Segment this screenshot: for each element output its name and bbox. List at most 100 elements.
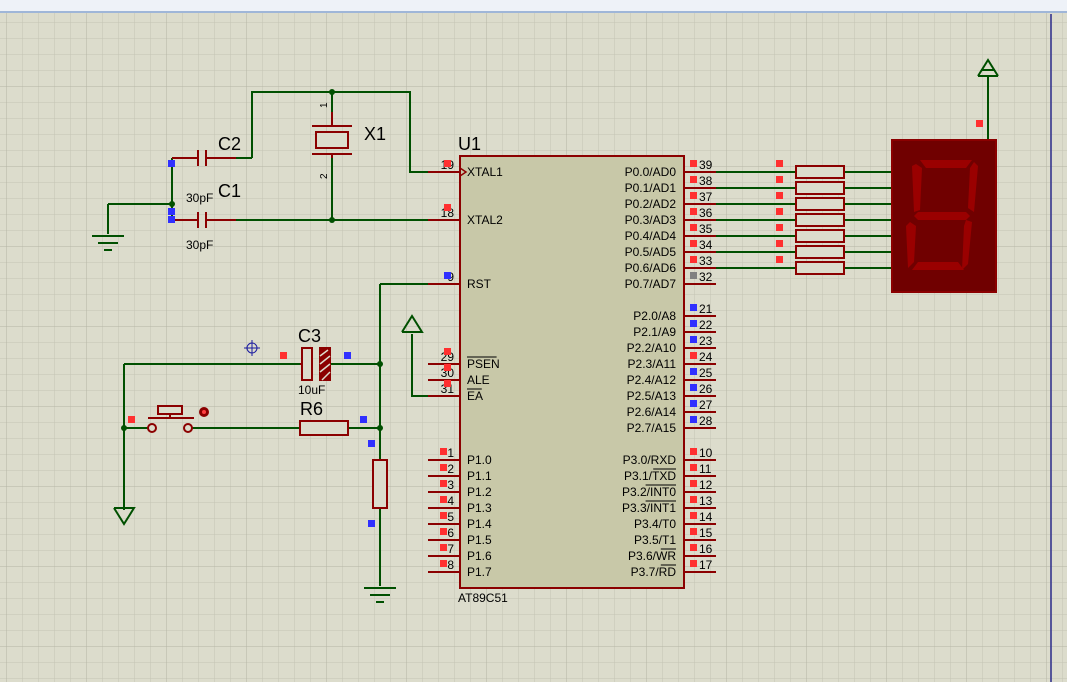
power-arrow-ea[interactable] [401,314,424,333]
pin-name: P0.2/AD2 [625,197,677,211]
pin-number: 39 [699,158,713,172]
c2-value-label: 30pF [186,191,213,205]
pin-number: 17 [699,558,713,572]
pin-name: P2.3/A11 [628,357,677,371]
x1-label: X1 [364,124,386,144]
pin-name: P2.6/A14 [627,405,677,419]
capacitor-c2[interactable] [172,150,236,166]
power-arrow-display[interactable] [977,58,999,77]
pin-number: 28 [699,414,713,428]
pin-number: 6 [447,526,454,540]
pin-number: 7 [447,542,454,556]
pin-number: 37 [699,190,713,204]
pin-number: 22 [699,318,713,332]
reset-pushbutton[interactable] [147,405,194,433]
ground-symbol-left[interactable] [92,235,124,251]
pin-name: P3.3/INT1 [622,501,676,515]
pin-number: 3 [447,478,454,492]
junctions [121,89,383,431]
pack-resistor [795,261,845,275]
pin-number: 12 [699,478,713,492]
pin-name: P1.6 [467,549,492,563]
c1-value-label: 30pF [186,238,213,252]
c1-label: C1 [218,181,241,201]
c3-value-label: 10uF [298,383,325,397]
pin-name: P3.0/RXD [623,453,677,467]
pin-name: P1.0 [467,453,492,467]
pack-resistor [795,213,845,227]
pin-number: 11 [699,462,712,476]
chip-part: AT89C51 [458,591,508,605]
resistor-pack[interactable] [795,165,845,275]
pack-resistor [795,197,845,211]
pin-name: P2.7/A15 [627,421,677,435]
pack-resistor [795,181,845,195]
pin-number: 13 [699,494,713,508]
ground-symbol-bottom[interactable] [364,587,396,603]
window-top-bar [0,0,1067,12]
c2-label: C2 [218,134,241,154]
pin-number: 38 [699,174,713,188]
pack-resistor [795,245,845,259]
resistor-reset-pulldown[interactable] [372,459,388,509]
pushbutton-actuator-icon[interactable] [199,407,209,417]
pin-number: 8 [447,558,454,572]
power-arrow-left[interactable] [113,507,136,526]
c3-label: C3 [298,326,321,346]
capacitor-c1[interactable] [172,212,236,228]
chip-body[interactable] [459,155,685,589]
pin-number: 25 [699,366,713,380]
pin-name: P3.1/TXD [624,469,676,483]
pin-number: 34 [699,238,713,252]
wires [107,76,989,586]
pin-name: EA [467,389,483,403]
pin-name: P3.4/T0 [634,517,676,531]
pin-name: P2.4/A12 [627,373,677,387]
resistor-r6[interactable] [299,420,349,436]
pin-name: XTAL1 [467,165,503,179]
r6-label: R6 [300,399,323,419]
crystal-x1[interactable] [312,112,352,158]
pin-name: P3.5/T1 [634,533,676,547]
pin-number: 33 [699,254,713,268]
pin-name: P1.3 [467,501,492,515]
pin-name: P1.2 [467,485,492,499]
pin-name: P0.7/AD7 [625,277,677,291]
chip-right-pins: 39P0.0/AD038P0.1/AD137P0.2/AD236P0.3/AD3… [622,158,716,579]
seven-segment-display[interactable] [891,139,997,293]
x1-pin2-label: 2 [319,173,330,179]
